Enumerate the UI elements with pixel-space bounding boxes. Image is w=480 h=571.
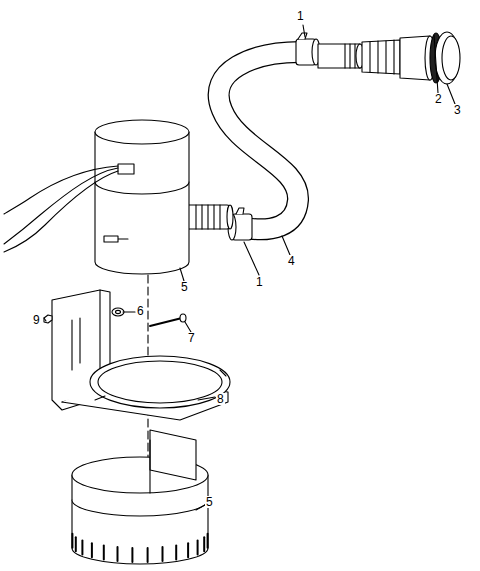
callout-number: 1: [296, 10, 305, 22]
slot: [75, 537, 77, 551]
callout-number: 1: [255, 276, 264, 288]
slot: [207, 534, 209, 548]
slot: [187, 543, 189, 557]
slot: [91, 543, 93, 557]
pump-wires: [4, 166, 118, 252]
slot: [103, 546, 105, 560]
slot: [117, 547, 119, 561]
mounting-bracket: [52, 290, 230, 420]
leader-lines: [44, 25, 455, 510]
hose-clamp: [296, 33, 320, 65]
slot: [197, 541, 199, 555]
slot: [81, 541, 83, 555]
callout-number: 5: [180, 281, 189, 293]
callout-number: 3: [453, 104, 462, 116]
slot: [147, 548, 149, 562]
slot: [175, 546, 177, 560]
slot: [162, 547, 164, 561]
callout-number: 5: [205, 496, 214, 508]
pump-motor: [95, 120, 189, 274]
callout-number: 2: [434, 93, 443, 105]
slot: [131, 548, 133, 562]
fasteners: [44, 308, 186, 326]
slot: [203, 537, 205, 551]
pump-outlet: [186, 205, 233, 229]
thru-hull-fitting: [318, 32, 460, 84]
callout-number: 7: [187, 332, 196, 344]
callout-number: 4: [287, 255, 296, 267]
strainer-base: [72, 430, 208, 564]
callout-number: 9: [32, 314, 41, 326]
slot: [71, 534, 73, 548]
strainer-slots: [72, 534, 207, 562]
callout-number: 8: [216, 393, 225, 405]
hose: [219, 52, 300, 229]
callout-number: 6: [136, 305, 145, 317]
